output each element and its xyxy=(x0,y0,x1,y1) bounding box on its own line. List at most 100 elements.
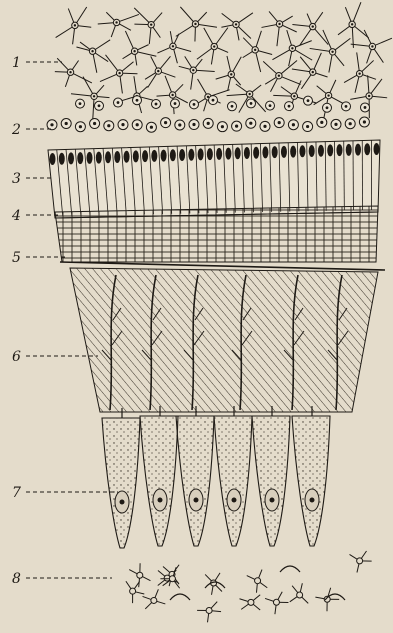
odontoblast-cell xyxy=(102,408,140,548)
stellate-cell xyxy=(221,13,252,41)
ameloblast-nucleus xyxy=(272,146,278,158)
ameloblast-nucleus xyxy=(355,144,361,156)
ameloblast-nucleus xyxy=(87,152,93,164)
ameloblast-nucleus xyxy=(105,151,111,163)
intermedium-cell xyxy=(266,101,275,110)
ameloblast-nucleus xyxy=(244,147,250,159)
ameloblast-nucleus xyxy=(198,148,204,160)
stratum-intermedium xyxy=(47,96,370,133)
ameloblast-nucleus xyxy=(374,143,380,155)
pulp-cell xyxy=(350,551,372,573)
intermedium-cell xyxy=(246,118,256,128)
ameloblast-nucleus xyxy=(253,147,259,159)
pulp-cell xyxy=(247,570,268,593)
label-3: 3 xyxy=(12,171,21,187)
intermedium-cell xyxy=(161,118,171,128)
stellate-cell xyxy=(76,40,110,73)
intermedium-cell xyxy=(175,120,185,130)
pulp-cell xyxy=(160,567,179,588)
stellate-cell xyxy=(98,12,139,37)
label-6: 6 xyxy=(12,349,21,365)
stellate-cell xyxy=(292,12,328,45)
ameloblast-nucleus xyxy=(327,144,333,156)
ameloblast-nucleus xyxy=(59,153,65,165)
ameloblast-nucleus xyxy=(179,149,185,161)
ameloblast-nucleus xyxy=(235,147,241,159)
ameloblast-nucleus xyxy=(309,145,315,157)
stellate-cell xyxy=(350,75,387,118)
ameloblast-nucleus xyxy=(161,150,167,162)
intermedium-cell xyxy=(342,102,351,111)
intermedium-cell xyxy=(359,117,369,127)
intermedium-cell xyxy=(232,121,242,131)
intermedium-cell xyxy=(317,117,327,127)
stellate-reticulum xyxy=(55,2,392,119)
intermedium-cell xyxy=(189,120,199,130)
ameloblast-nucleus xyxy=(124,151,130,163)
odontoblast-cell xyxy=(292,406,330,546)
ameloblast-nucleus xyxy=(50,153,56,165)
intermedium-cell xyxy=(288,120,298,130)
stellate-cell xyxy=(114,76,153,113)
ameloblast-nucleus xyxy=(364,143,370,155)
ameloblast-nucleus xyxy=(77,152,83,164)
stellate-cell xyxy=(157,76,188,114)
intermedium-cell xyxy=(76,99,85,108)
intermedium-cell xyxy=(118,120,128,130)
stellate-cell xyxy=(56,7,92,44)
odontoblast-cell xyxy=(252,406,290,546)
ameloblast-nucleus xyxy=(290,146,296,158)
intermedium-cell xyxy=(90,119,100,129)
ameloblast-nucleus xyxy=(188,149,194,161)
label-8: 8 xyxy=(12,571,21,587)
intermedium-cell xyxy=(61,119,71,129)
ameloblast-nucleus xyxy=(68,152,74,164)
stellate-cell xyxy=(197,28,228,65)
pulp-tissue xyxy=(126,551,372,622)
pulp-cell xyxy=(197,602,221,623)
ameloblast-nucleus xyxy=(170,149,176,161)
stellate-cell xyxy=(261,11,296,46)
pulp-cell xyxy=(290,583,308,603)
intermedium-cell xyxy=(104,121,114,131)
intermedium-cell xyxy=(217,122,227,132)
ameloblast-nucleus xyxy=(336,144,342,156)
pulp-cell xyxy=(265,592,288,614)
stellate-cell xyxy=(176,7,217,42)
intermedium-cell xyxy=(95,101,104,110)
intermedium-cell xyxy=(361,103,370,112)
stellate-cell xyxy=(100,55,138,94)
intermedium-cell xyxy=(274,118,284,128)
stellate-cell xyxy=(338,2,369,48)
intermedium-cell xyxy=(47,120,57,130)
ameloblast-nucleus xyxy=(262,146,268,158)
ameloblast-nucleus xyxy=(299,145,305,157)
odontoblast-layer xyxy=(102,406,330,548)
odontoblast-cell xyxy=(176,406,214,546)
label-1: 1 xyxy=(12,55,21,71)
odontoblast-cell xyxy=(214,406,252,546)
stellate-cell xyxy=(123,31,157,66)
ameloblast-nucleus xyxy=(151,150,157,162)
pulp-cell xyxy=(129,563,150,587)
intermedium-cell xyxy=(171,99,180,108)
intermedium-cell xyxy=(323,103,332,112)
intermedium-cell xyxy=(203,118,213,128)
label-5: 5 xyxy=(12,250,21,266)
intermedium-cell xyxy=(146,122,156,132)
ameloblast-layer xyxy=(48,140,380,218)
intermedium-cell xyxy=(260,121,270,131)
label-7: 7 xyxy=(12,485,21,501)
stellate-cell xyxy=(71,77,109,120)
stellate-cell xyxy=(134,8,162,44)
label-4: 4 xyxy=(11,208,21,224)
ameloblast-nucleus xyxy=(318,145,324,157)
ameloblast-nucleus xyxy=(96,152,102,164)
stellate-cell xyxy=(314,80,346,119)
intermedium-cell xyxy=(75,122,85,132)
ameloblast-nucleus xyxy=(142,150,148,162)
intermedium-cell xyxy=(247,99,256,108)
tomes-process-layer xyxy=(55,206,378,262)
ameloblast-nucleus xyxy=(133,150,139,162)
